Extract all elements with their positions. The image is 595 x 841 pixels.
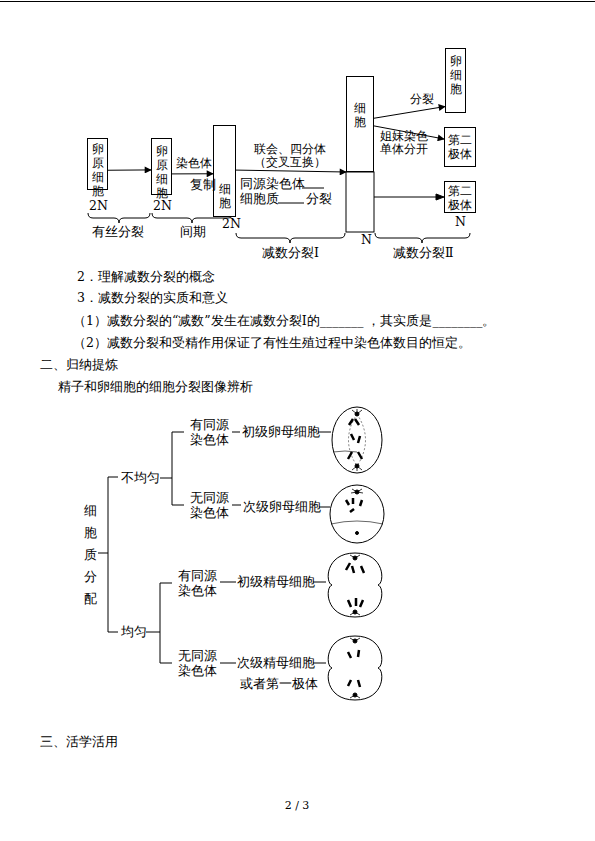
text-label: N [455, 214, 466, 230]
layout-art-part [0, 2, 595, 664]
text-label: 有同源染色体 [190, 417, 232, 447]
text-label: N [361, 232, 372, 248]
edge-label: 分裂 [410, 93, 438, 106]
edge-label: 联会、四分体（交叉互换） [254, 143, 330, 169]
brace [88, 213, 150, 223]
cell-drawing-part [349, 414, 366, 466]
cell-drawing-part [332, 407, 382, 473]
text-label: 初级精母细胞 [237, 574, 315, 590]
text-label: 间期 [180, 224, 206, 240]
box-text: 第二极体 [447, 184, 473, 212]
text-label: 次级卵母细胞 [243, 499, 321, 515]
arrow-connector [172, 173, 213, 174]
arrow-line [374, 197, 441, 198]
cell-drawing-part [351, 434, 360, 443]
arrow-connector [374, 107, 445, 119]
text-label: 或者第一极体 [240, 676, 318, 692]
text-label: 减数分裂Ⅱ [393, 245, 454, 261]
cell-drawing [328, 553, 382, 617]
process-box: 卵细胞 [445, 48, 466, 113]
process-box: 第二极体 [444, 181, 476, 213]
text-label: 分裂 [306, 191, 332, 207]
cell-drawing-part [350, 638, 360, 698]
text-label: 二、归纳提炼 [40, 357, 118, 373]
cell-drawing [332, 407, 382, 473]
page-rule [0, 1, 595, 2]
text-label: 无同源染色体 [178, 648, 220, 678]
cell-drawing-part [351, 489, 363, 493]
box-text: 第二极体 [447, 133, 473, 161]
text-label: 细胞质 [240, 191, 279, 207]
cell-drawing-part [352, 409, 362, 471]
process-box: 细胞 [213, 125, 236, 217]
cell-drawing-part [331, 521, 383, 524]
text-label: 细胞质分配 [84, 500, 100, 610]
box-text: 细胞 [214, 182, 235, 210]
text-label: 2 / 3 [247, 798, 347, 814]
text-label: 无同源染色体 [190, 490, 232, 520]
process-box: 卵原细胞 [87, 138, 108, 190]
text-label: 有丝分裂 [92, 224, 144, 240]
text-label: 同源染色体 [240, 176, 305, 192]
box-text: 细胞 [353, 101, 367, 129]
tree-dash [232, 432, 331, 507]
tree-bracket [98, 477, 118, 632]
cell-box [346, 172, 374, 232]
cell-drawing [330, 485, 384, 543]
text-label: （1）减数分裂的“减数”发生在减数分裂Ⅰ的_______ ，其实质是______… [73, 313, 495, 329]
brace [236, 233, 345, 243]
arrow-connector [108, 169, 151, 170]
text-label: 三、活学活用 [40, 734, 118, 750]
text-label: 次级精母细胞 [237, 655, 315, 671]
process-box: 卵原细胞 [151, 138, 172, 195]
cell-drawing-part [328, 636, 382, 700]
tree-bracket [160, 432, 184, 505]
edge-label: 姐妹染色单体分开 [380, 130, 430, 156]
box-text: 卵原细胞 [152, 144, 171, 200]
brace [375, 233, 470, 243]
text-label: 精子和卵细胞的细胞分裂图像辨析 [58, 379, 253, 395]
text-label: 2N [222, 216, 241, 232]
text-label: 复制 [190, 177, 216, 193]
text-label: 2N [153, 198, 172, 214]
cell-drawing-part [346, 498, 362, 512]
text-label: 3．减数分裂的实质和意义 [77, 290, 228, 306]
cell-drawing-part [333, 451, 357, 452]
text-label: 有同源染色体 [178, 568, 220, 598]
cell-drawing-part [328, 553, 382, 617]
box-text: 卵细胞 [446, 54, 465, 96]
text-label: 均匀 [121, 624, 147, 640]
blank-line [278, 203, 304, 204]
cell-drawing-part [346, 563, 364, 607]
tree-dash [220, 582, 326, 663]
text-label: （2）减数分裂和受精作用保证了有性生殖过程中染色体数目的恒定。 [73, 335, 471, 351]
tree-bracket [146, 583, 172, 663]
cell-drawing-part [348, 650, 360, 687]
text-label: 不均匀 [121, 470, 160, 486]
cell-drawing [328, 636, 382, 700]
text-label: 初级卵母细胞 [242, 424, 320, 440]
cell-drawing-part [330, 485, 384, 543]
cell-drawing-part [356, 532, 359, 535]
arrow-connector [236, 170, 346, 172]
process-box: 第二极体 [444, 127, 476, 167]
edge-label: 染色体 [176, 157, 216, 170]
process-box: 细胞 [346, 76, 374, 172]
text-label: 减数分裂Ⅰ [262, 245, 319, 261]
text-label: 2N [89, 198, 108, 214]
cell-drawing-part [348, 419, 362, 459]
text-label: 2．理解减数分裂的概念 [77, 269, 215, 285]
blank-line [302, 188, 324, 189]
box-text: 卵原细胞 [88, 142, 107, 198]
arrow-head [436, 194, 444, 200]
